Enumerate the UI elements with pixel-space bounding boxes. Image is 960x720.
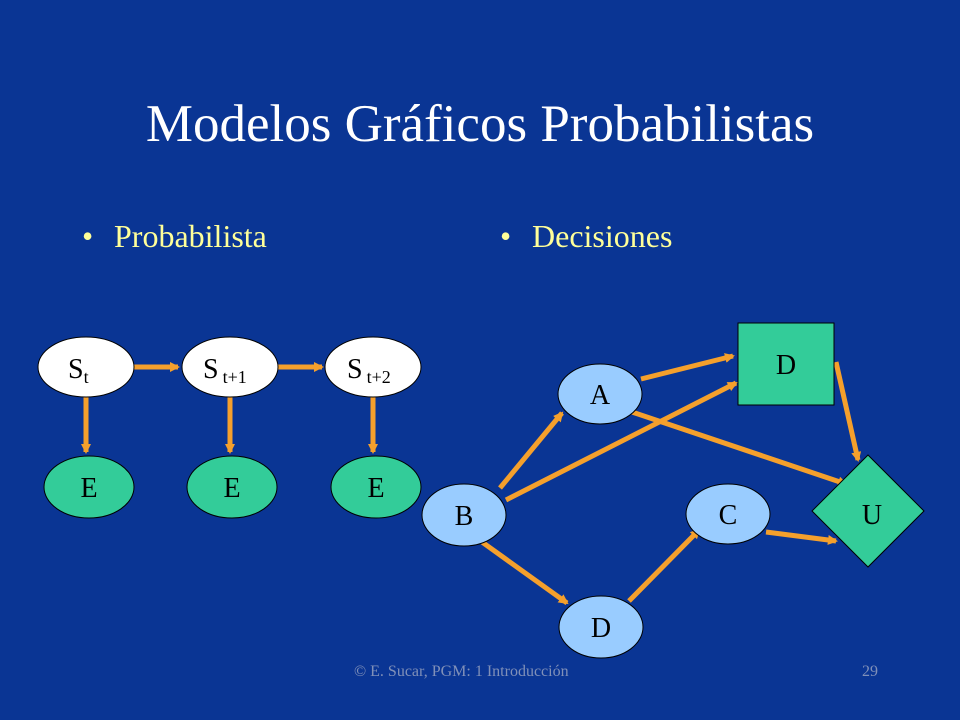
evidence-node-e0: E: [43, 455, 135, 519]
node-label: E: [367, 473, 384, 504]
evidence-node-e2: E: [330, 455, 422, 519]
slide-title: Modelos Gráficos Probabilistas: [145, 95, 815, 153]
node-label: E: [223, 473, 240, 504]
edge-b-a: [498, 411, 564, 490]
node-label: C: [719, 500, 738, 531]
node-label: E: [80, 473, 97, 504]
chance-node-a: A: [557, 363, 643, 425]
node-base: S: [203, 354, 219, 385]
bullet-marker: •: [82, 218, 94, 254]
bullet-probabilista: • Probabilista: [82, 216, 267, 256]
node-label: D: [591, 613, 611, 644]
svg-text:St+2: St+2: [347, 354, 391, 387]
node-base: S: [347, 354, 363, 385]
node-subscript: t+2: [367, 367, 391, 387]
node-label: B: [455, 501, 474, 532]
page-number: 29: [862, 663, 878, 680]
chance-node-d: D: [558, 595, 644, 659]
edge-b-d-decision: [504, 380, 738, 503]
bullet-text: Probabilista: [114, 218, 267, 254]
footer-credit: © E. Sucar, PGM: 1 Introducción: [354, 663, 569, 680]
chance-node-b: B: [421, 483, 507, 547]
decision-network: D U A B C D: [421, 322, 925, 659]
svg-text:St: St: [68, 354, 89, 387]
chance-node-c: C: [685, 483, 771, 545]
bullet-marker: •: [500, 218, 512, 254]
node-label: A: [590, 380, 611, 411]
node-label: D: [776, 350, 796, 381]
node-subscript: t: [84, 367, 89, 387]
edge-d-c: [627, 528, 701, 603]
edge-b-d-chance: [480, 539, 569, 606]
edge-a-u: [631, 409, 848, 487]
node-base: S: [68, 354, 84, 385]
svg-text:St+1: St+1: [203, 354, 247, 387]
utility-node-u: U: [811, 454, 925, 568]
bullet-decisiones: • Decisiones: [500, 216, 672, 256]
edge-d-decision-u: [833, 361, 862, 462]
edge-c-u: [765, 529, 838, 545]
evidence-node-e1: E: [186, 455, 278, 519]
decision-node-d: D: [737, 322, 835, 406]
edge-a-d-decision: [640, 353, 735, 382]
node-subscript: t+1: [223, 367, 247, 387]
bullet-text: Decisiones: [532, 218, 673, 254]
node-label: U: [862, 500, 882, 531]
state-node-st: St: [37, 336, 135, 398]
